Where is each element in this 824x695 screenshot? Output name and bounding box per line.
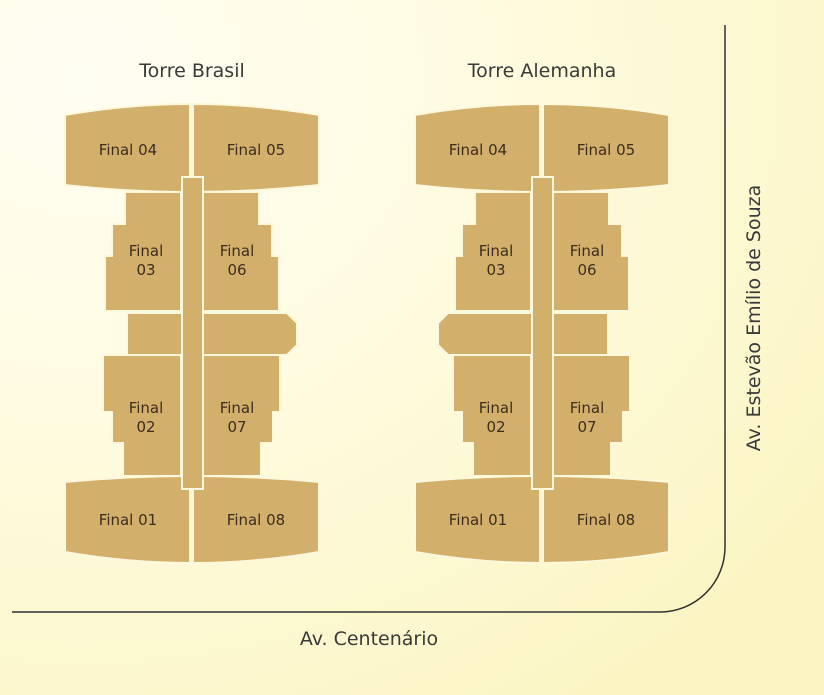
unit-label-final06: 06 [577, 261, 596, 279]
unit-label-final02: 02 [136, 418, 155, 436]
unit-final01[interactable] [64, 474, 191, 565]
corridor-horizontal [126, 312, 298, 356]
unit-label-final08: Final 08 [227, 511, 285, 529]
unit-label-final06: Final [220, 242, 255, 260]
street-label-horizontal: Av. Centenário [300, 628, 438, 650]
unit-label-final02: 02 [486, 418, 505, 436]
unit-final08[interactable] [542, 474, 670, 565]
unit-final01[interactable] [414, 474, 541, 565]
unit-label-final03: Final [479, 242, 514, 260]
corridor-horizontal [437, 312, 609, 356]
unit-final06[interactable] [552, 191, 630, 312]
unit-label-final01: Final 01 [99, 511, 157, 529]
unit-label-final03: 03 [486, 261, 505, 279]
unit-label-final04: Final 04 [99, 141, 157, 159]
unit-label-final06: 06 [227, 261, 246, 279]
unit-final08[interactable] [192, 474, 320, 565]
unit-label-final01: Final 01 [449, 511, 507, 529]
corridor-vertical [531, 176, 554, 490]
unit-label-final06: Final [570, 242, 605, 260]
unit-label-final07: 07 [227, 418, 246, 436]
unit-label-final02: Final [479, 399, 514, 417]
street-label-vertical: Av. Estevão Emílio de Souza [743, 185, 765, 451]
unit-label-final04: Final 04 [449, 141, 507, 159]
unit-label-final07: Final [220, 399, 255, 417]
unit-label-final07: 07 [577, 418, 596, 436]
tower-title: Torre Alemanha [467, 60, 616, 82]
unit-label-final03: Final [129, 242, 164, 260]
unit-label-final05: Final 05 [577, 141, 635, 159]
unit-label-final07: Final [570, 399, 605, 417]
unit-label-final08: Final 08 [577, 511, 635, 529]
corridor-vertical [181, 176, 204, 490]
unit-label-final03: 03 [136, 261, 155, 279]
unit-label-final05: Final 05 [227, 141, 285, 159]
unit-final06[interactable] [202, 191, 280, 312]
street-line [12, 25, 726, 613]
unit-label-final02: Final [129, 399, 164, 417]
tower-title: Torre Brasil [138, 60, 245, 82]
